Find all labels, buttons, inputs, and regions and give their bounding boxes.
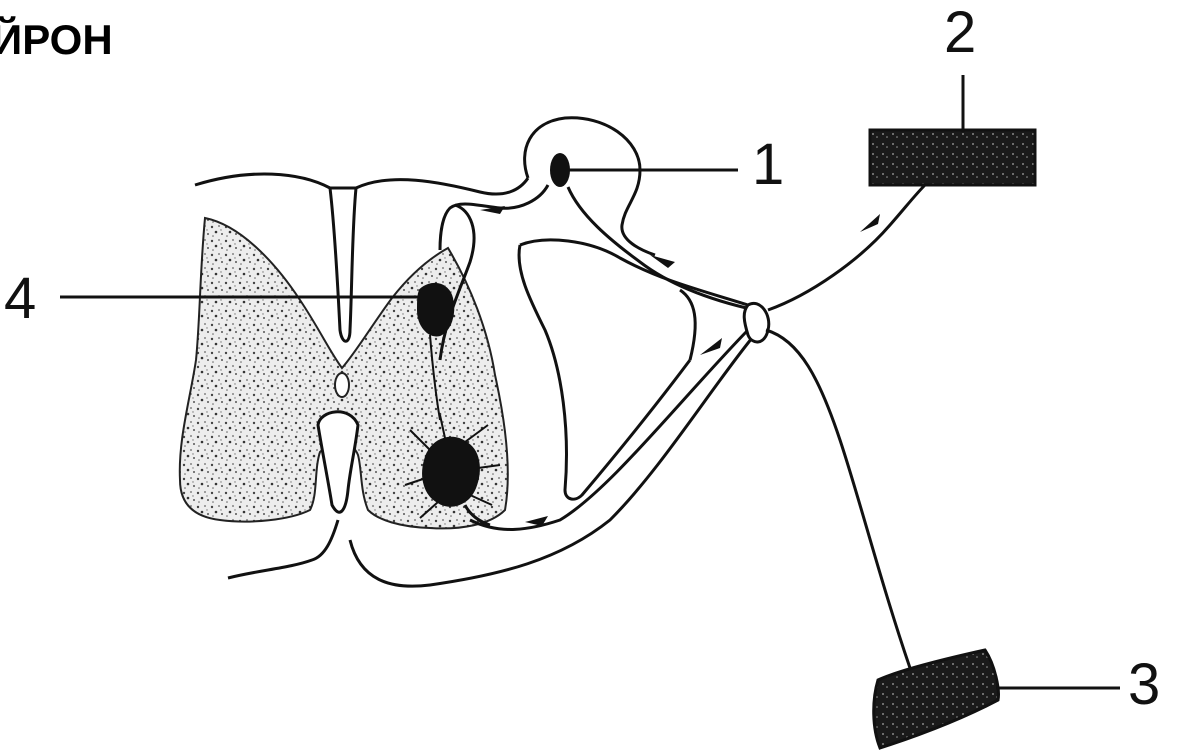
interneuron-cell-body bbox=[418, 284, 453, 336]
callout-1: 1 bbox=[752, 136, 784, 194]
sensory-nerve bbox=[768, 185, 925, 310]
page-title: ЙРОН bbox=[0, 16, 113, 64]
ventral-root bbox=[470, 330, 748, 529]
spinal-cord-outline-bottom bbox=[228, 520, 338, 578]
arrow-root bbox=[650, 255, 675, 268]
callout-2: 2 bbox=[944, 4, 976, 62]
arrow-sensory bbox=[860, 214, 880, 232]
spinal-nerve-loop bbox=[520, 240, 748, 305]
anterior-median-fissure bbox=[318, 412, 358, 512]
spinal-cord-outline-top bbox=[195, 174, 528, 194]
spinal-nerve-junction bbox=[744, 303, 769, 342]
callout-3: 3 bbox=[1128, 656, 1160, 714]
receptor-skin bbox=[870, 130, 1035, 185]
dorsal-root-ganglion bbox=[525, 118, 655, 255]
posterior-median-sulcus bbox=[330, 188, 356, 341]
arrow-ventral bbox=[700, 338, 722, 355]
motor-nerve bbox=[766, 330, 910, 668]
effector-muscle bbox=[874, 650, 999, 748]
callout-4: 4 bbox=[4, 270, 36, 328]
central-canal bbox=[335, 373, 349, 397]
